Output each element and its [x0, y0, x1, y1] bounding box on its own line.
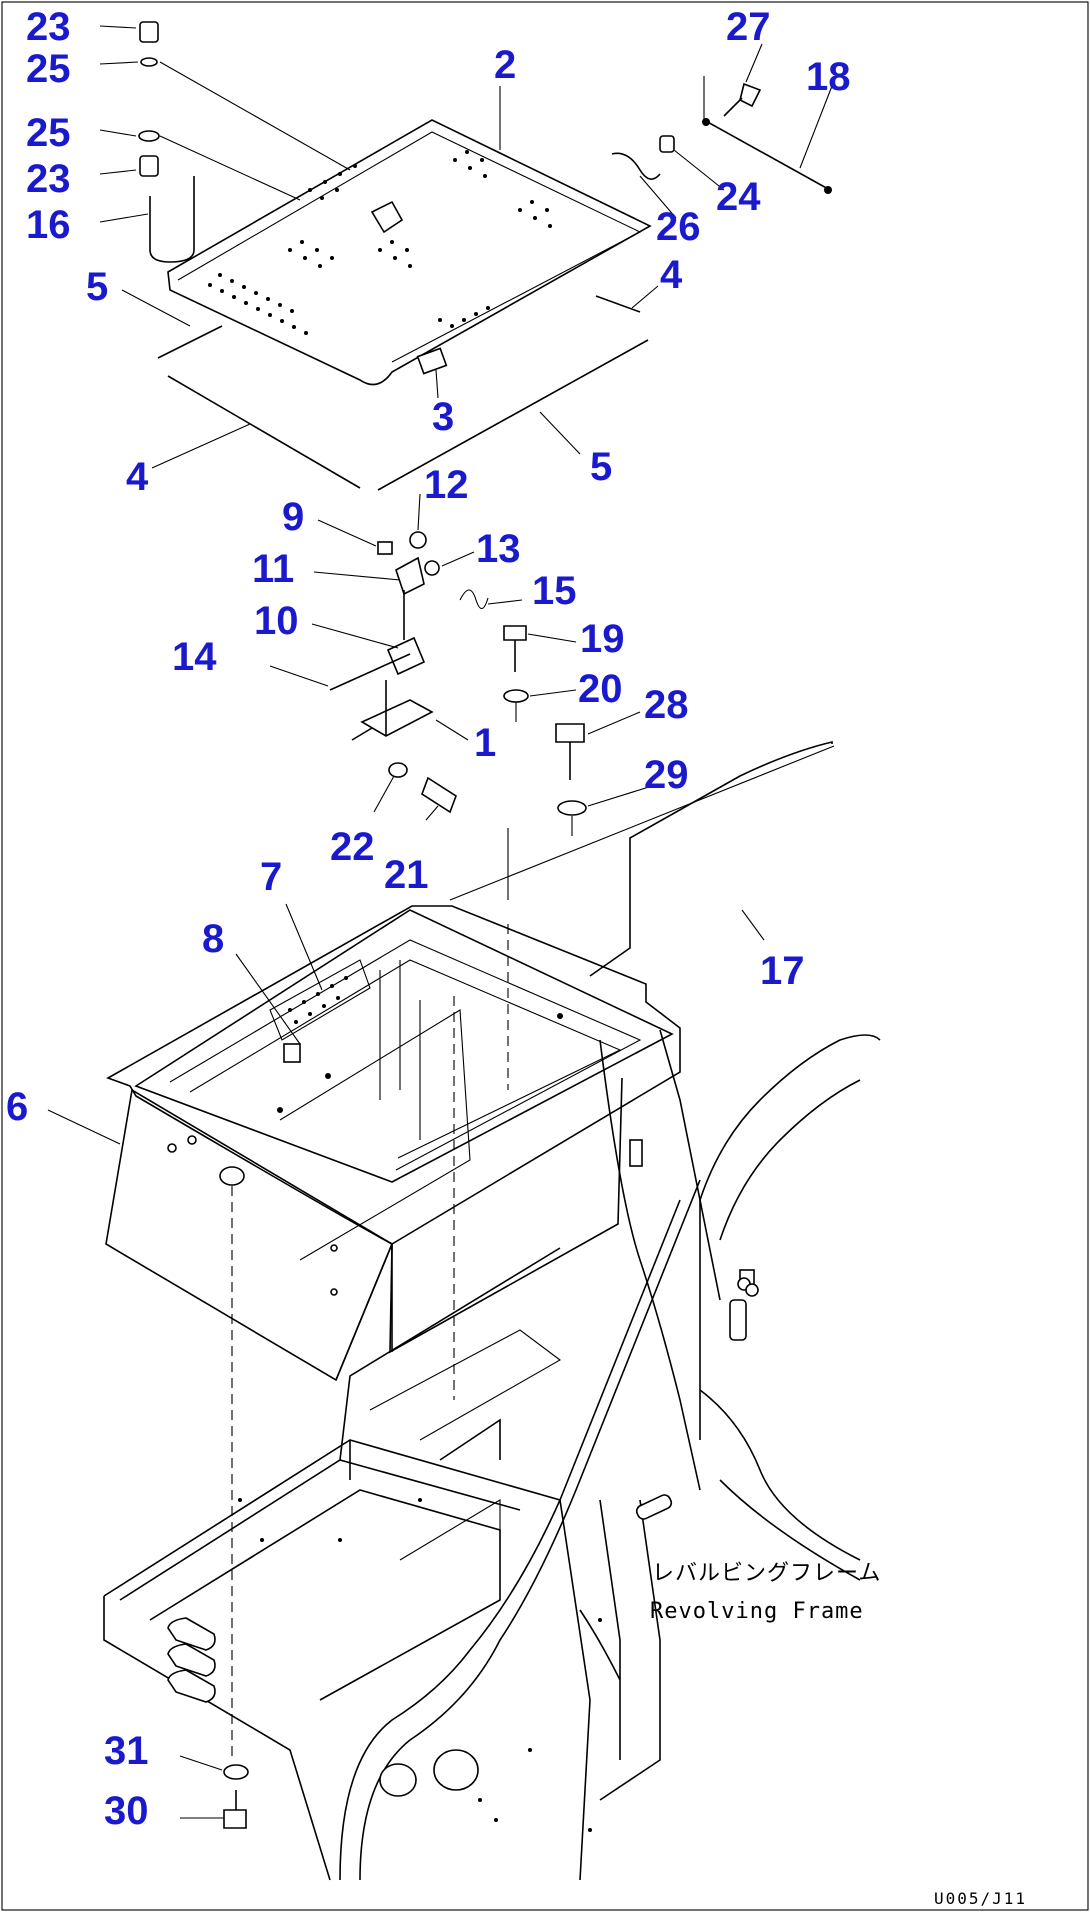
- cover-bracket: [370, 200, 404, 234]
- pin-9: [377, 541, 393, 555]
- spring-15: [459, 589, 489, 610]
- callout-10: 10: [254, 599, 299, 643]
- washer-25: [138, 130, 160, 142]
- callout-22: 22: [330, 825, 375, 869]
- hinge-rod-hardware: [611, 76, 832, 194]
- latch-assembly: [329, 531, 529, 814]
- frame-vent-slot: [167, 1617, 216, 1651]
- frame-label-japanese: レバルビングフレーム: [652, 1561, 881, 1586]
- bolt-head-30: [223, 1809, 247, 1829]
- side-mount-hole: [219, 1166, 245, 1186]
- callout-13: 13: [476, 527, 521, 571]
- nut-24: [659, 135, 675, 153]
- bolt-head-27: [739, 82, 762, 108]
- callout-15: 15: [532, 569, 577, 613]
- callout-27: 27: [726, 5, 771, 49]
- seal-strip-5-right: [377, 339, 649, 491]
- callout-31: 31: [104, 1729, 149, 1773]
- callout-12: 12: [424, 463, 469, 507]
- callout-19: 19: [580, 617, 625, 661]
- callout-28: 28: [644, 683, 689, 727]
- washer-29: [557, 800, 587, 816]
- frame-slot: [729, 1299, 747, 1341]
- vent-panel-7: [269, 959, 371, 1041]
- callout-9: 9: [282, 495, 304, 539]
- callout-17: 17: [760, 949, 805, 993]
- storage-box-6: [105, 905, 681, 1382]
- frame-round-hole: [433, 1749, 479, 1791]
- callout-30: 30: [104, 1789, 149, 1833]
- callout-4-right: 4: [660, 253, 683, 297]
- callout-8: 8: [202, 917, 224, 961]
- callout-2: 2: [494, 43, 516, 87]
- callout-3: 3: [432, 395, 454, 439]
- callout-7: 7: [260, 855, 282, 899]
- callout-1: 1: [474, 721, 496, 765]
- callout-25-top: 25: [26, 47, 71, 91]
- latch-striker: [416, 347, 448, 375]
- u-bolt-16: [149, 176, 195, 263]
- side-tab: [629, 1139, 643, 1167]
- bolt-head-19: [503, 625, 527, 641]
- seal-strip-4-left: [167, 375, 361, 489]
- callout-25: 25: [26, 111, 71, 155]
- nut-13: [424, 560, 440, 576]
- bolt-21: [421, 776, 457, 814]
- frame-label-english: Revolving Frame: [650, 1599, 864, 1624]
- washer-31: [223, 1764, 249, 1780]
- washer-25-top: [140, 57, 158, 67]
- washer-20: [503, 689, 529, 703]
- callout-numbers: 23 25 25 23 16 2 27 18 24 26 4 5 3 4 5 1…: [6, 5, 851, 1833]
- hinge-rod-18: [703, 119, 831, 191]
- callout-21: 21: [384, 853, 429, 897]
- top-hardware: [138, 21, 351, 263]
- callout-29: 29: [644, 753, 689, 797]
- bracket-1: [360, 699, 434, 737]
- callout-11: 11: [252, 547, 294, 591]
- cover-plate: [167, 119, 652, 386]
- hinge-8: [283, 1043, 301, 1063]
- rod-17: [589, 740, 833, 977]
- washer-22: [388, 762, 408, 778]
- mount-bolt-28-29: [555, 723, 587, 836]
- callout-24: 24: [716, 175, 761, 219]
- callout-18: 18: [806, 55, 851, 99]
- callout-14: 14: [172, 635, 217, 679]
- callout-6: 6: [6, 1085, 28, 1129]
- callout-5-left: 5: [86, 265, 108, 309]
- seal-strip-4-right: [595, 295, 641, 313]
- cover-perforations: [208, 150, 552, 335]
- leader-lines: [47, 25, 833, 1819]
- callout-20: 20: [578, 667, 623, 711]
- callout-23: 23: [26, 157, 71, 201]
- nut-23: [139, 155, 159, 177]
- callout-23-top: 23: [26, 5, 71, 49]
- callout-16: 16: [26, 203, 71, 247]
- revolving-frame: [103, 1029, 881, 1881]
- bolt-head-28: [555, 723, 585, 743]
- hook-11: [395, 556, 425, 596]
- callout-26: 26: [656, 205, 701, 249]
- seal-strip-5-left: [157, 325, 223, 359]
- pin-14: [329, 653, 411, 691]
- nut-12: [409, 531, 427, 549]
- clip-26: [611, 152, 661, 180]
- drawing-code: U005/J11: [934, 1889, 1027, 1908]
- nut-23-top: [139, 21, 159, 43]
- callout-4-left: 4: [126, 455, 149, 499]
- callout-5-right: 5: [590, 445, 612, 489]
